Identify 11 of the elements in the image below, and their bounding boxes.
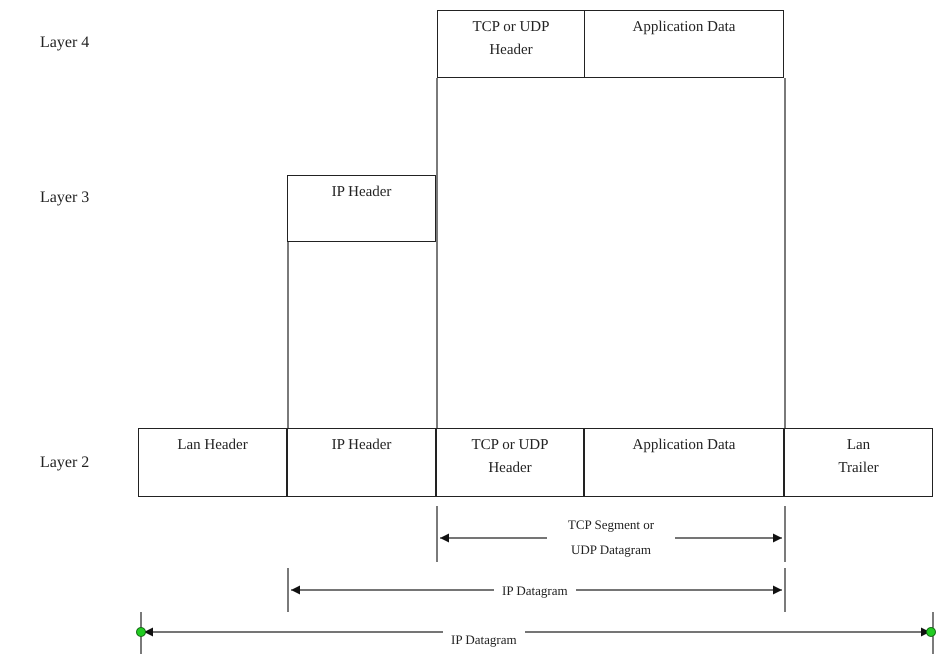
trailer-cell: Lan Trailer	[784, 428, 933, 497]
field-cell: Application Data	[584, 428, 784, 497]
field-cell: IP Header	[287, 175, 436, 242]
field-cell: TCP or UDP Header	[437, 10, 585, 78]
layer-label: Layer 2	[40, 454, 90, 472]
field-cell: TCP or UDP Header	[436, 428, 584, 497]
field-cell: Application Data	[584, 10, 784, 78]
layer-label: Layer 3	[40, 189, 90, 207]
field-cell: IP Header	[287, 428, 436, 497]
header-cell: Lan Header	[138, 428, 287, 497]
layer-label: Layer 4	[40, 34, 90, 52]
